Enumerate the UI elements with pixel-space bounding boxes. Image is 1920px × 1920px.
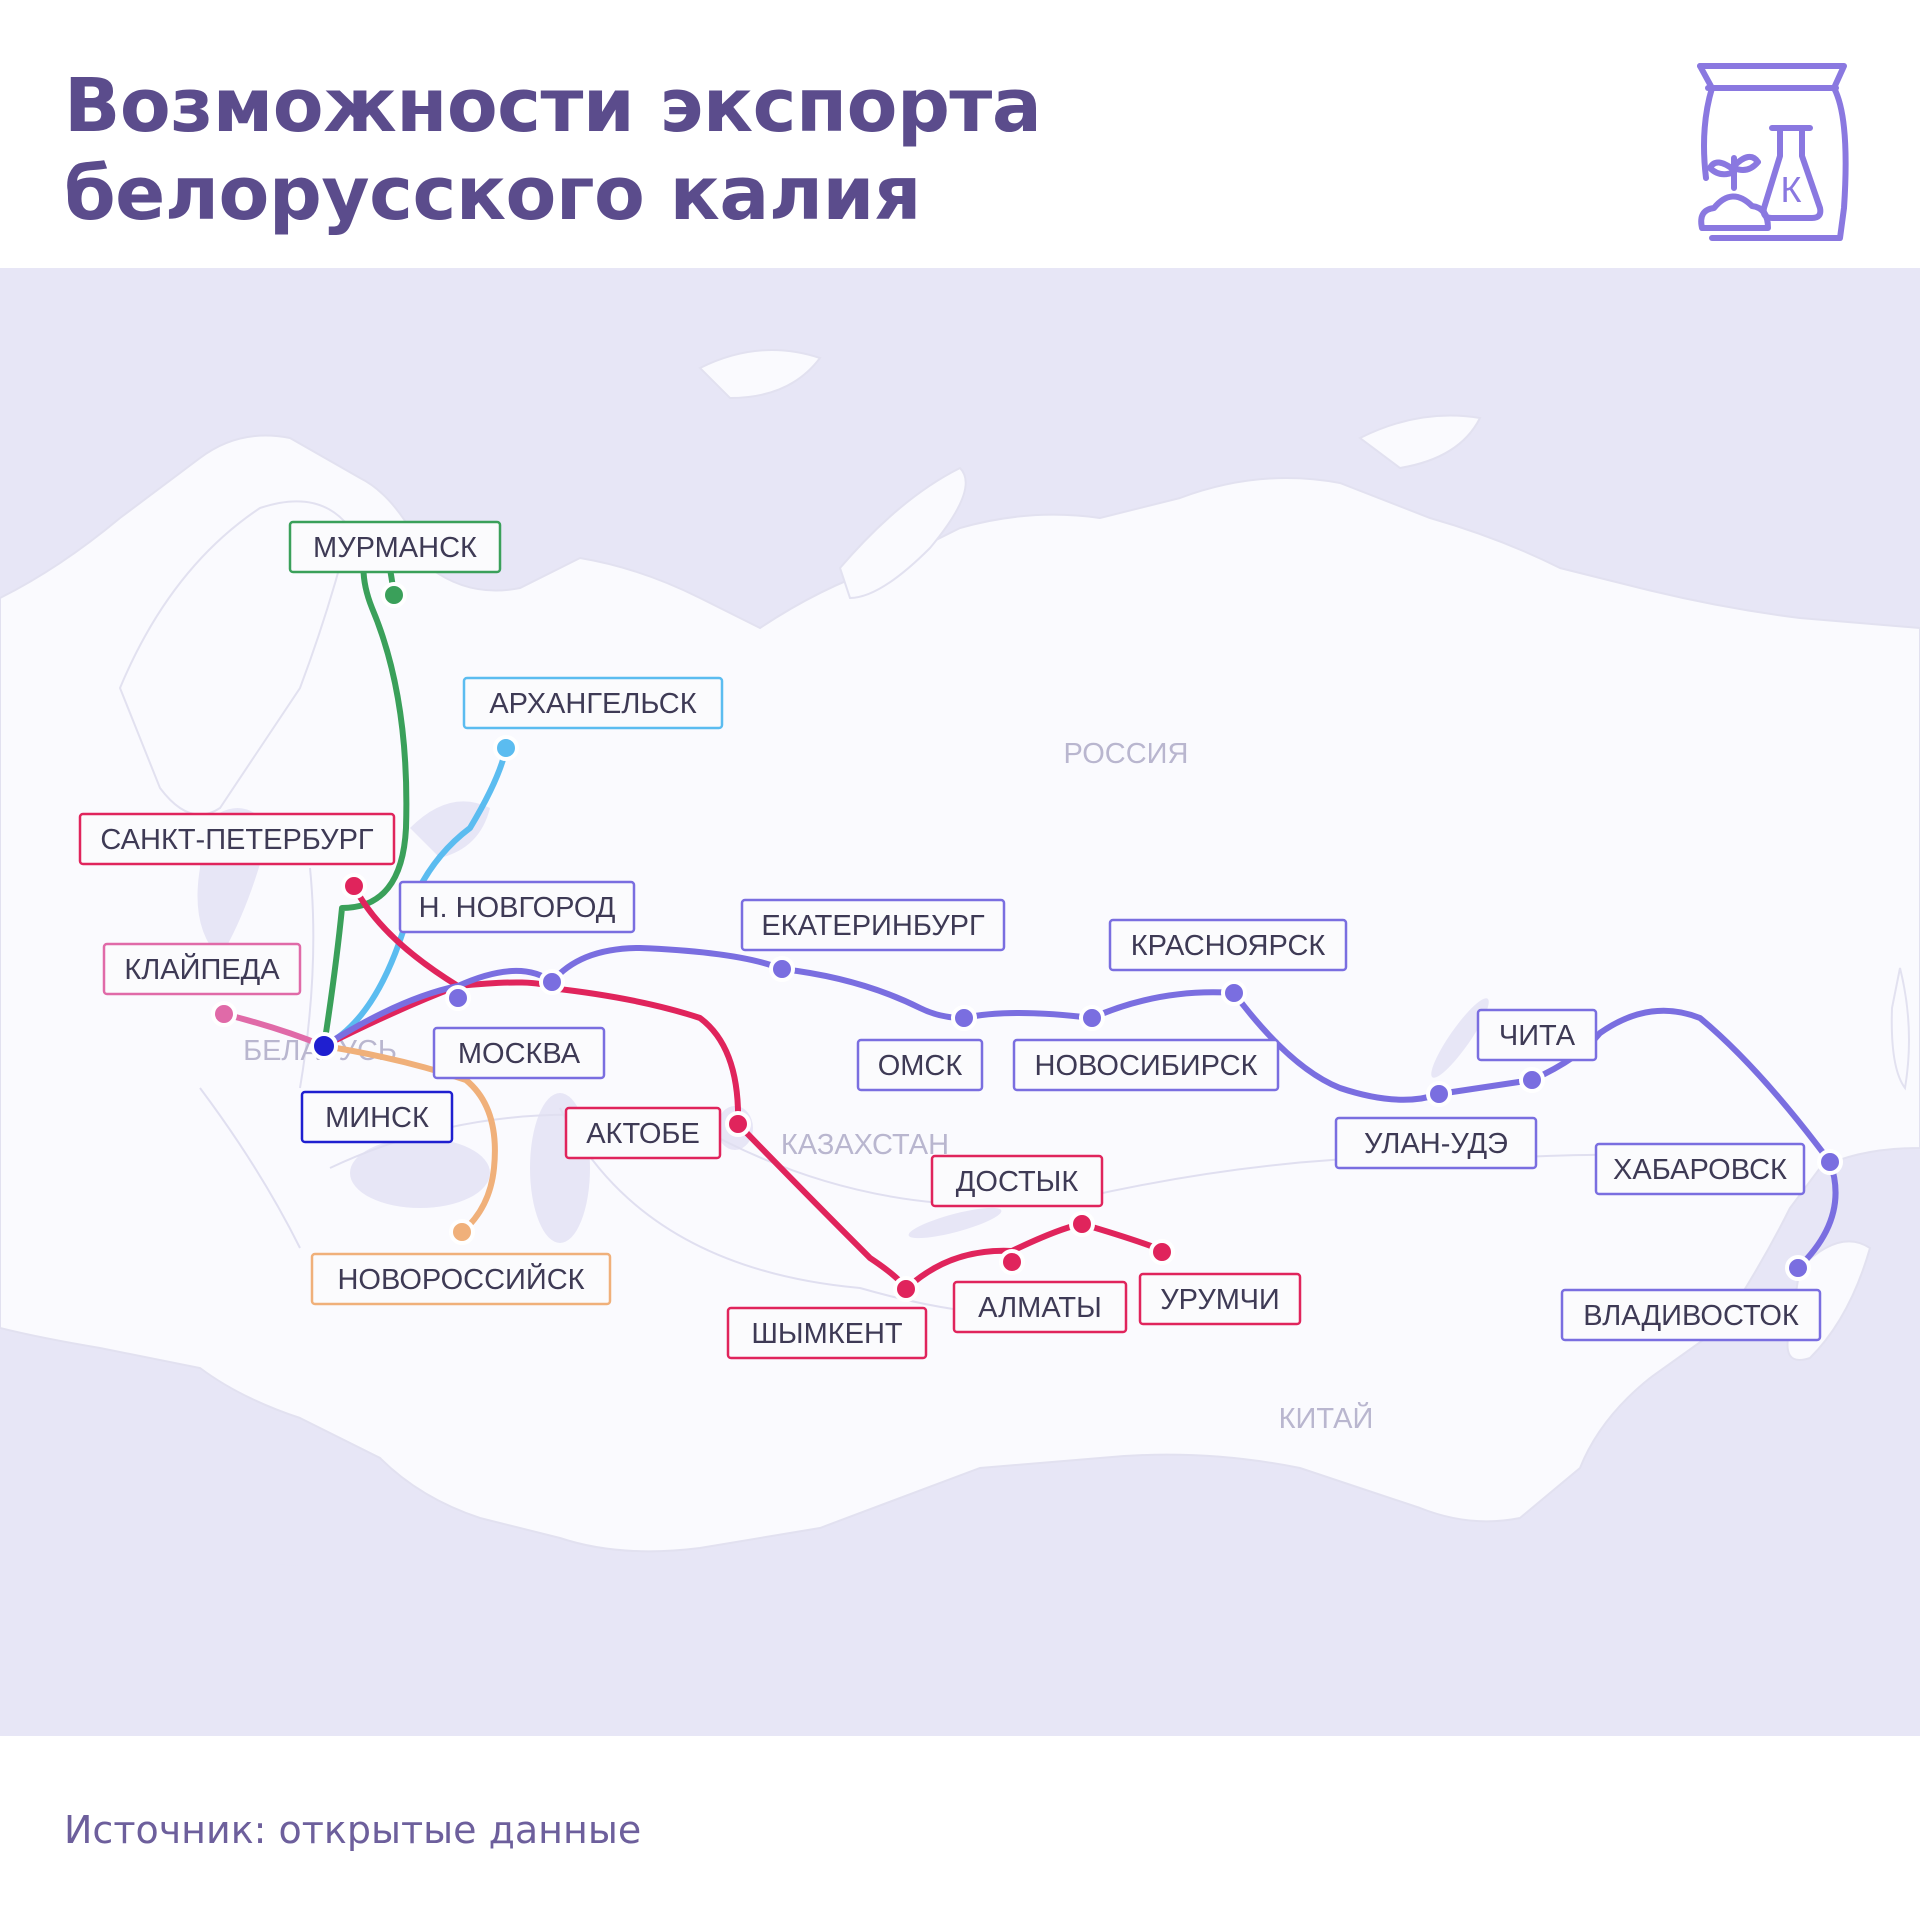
map-canvas: РОССИЯ КАЗАХСТАН БЕЛАРУСЬ КИТАЙ — [0, 349, 1920, 1568]
label-nnovgorod: Н. НОВГОРОД — [398, 880, 636, 934]
lake-baikal — [1431, 998, 1489, 1078]
label-aktobe-text: АКТОБЕ — [586, 1118, 700, 1150]
svalbard-area — [698, 349, 822, 400]
label-omsk-text: ОМСК — [878, 1050, 963, 1082]
route-minsk-novorossiysk — [321, 1043, 498, 1235]
point-nnovgorod[interactable] — [539, 969, 565, 995]
label-minsk-text: МИНСК — [325, 1102, 429, 1134]
label-khabarovsk: ХАБАРОВСК — [1594, 1142, 1806, 1196]
label-spb-text: САНКТ-ПЕТЕРБУРГ — [100, 824, 374, 856]
point-almaty[interactable] — [999, 1249, 1025, 1275]
label-moscow: МОСКВА — [432, 1026, 606, 1080]
label-novorossiysk: НОВОРОССИЙСК — [310, 1252, 612, 1306]
point-dostyk[interactable] — [1069, 1211, 1095, 1237]
label-dostyk-text: ДОСТЫК — [956, 1166, 1079, 1198]
label-nnovgorod-text: Н. НОВГОРОД — [419, 892, 616, 924]
title-line-2: белорусского калия — [64, 151, 921, 237]
point-khabarovsk[interactable] — [1817, 1149, 1843, 1175]
potash-fertilizer-bag-icon: К — [1697, 63, 1849, 241]
novaya-zemlya — [838, 466, 967, 600]
point-arkhangelsk[interactable] — [493, 735, 519, 761]
point-moscow[interactable] — [445, 985, 471, 1011]
label-klaipeda: КЛАЙПЕДА — [102, 942, 302, 996]
label-ulanude-text: УЛАН-УДЭ — [1364, 1128, 1508, 1160]
scandinavia — [118, 500, 352, 816]
label-shymkent: ШЫМКЕНТ — [726, 1306, 928, 1360]
mediterranean-sea — [0, 1450, 340, 1568]
point-omsk[interactable] — [951, 1005, 977, 1031]
logo-letter: К — [1781, 169, 1802, 210]
label-ekaterinburg: ЕКАТЕРИНБУРГ — [740, 898, 1006, 952]
country-label-china: КИТАЙ — [1279, 1401, 1374, 1435]
label-aktobe: АКТОБЕ — [564, 1106, 722, 1160]
taymyr-islands — [1358, 414, 1482, 470]
label-ulanude: УЛАН-УДЭ — [1334, 1116, 1538, 1170]
white-sea — [410, 801, 490, 858]
label-ekaterinburg-text: ЕКАТЕРИНБУРГ — [761, 910, 985, 942]
label-novosibirsk-text: НОВОСИБИРСК — [1035, 1050, 1258, 1082]
label-vladivostok: ВЛАДИВОСТОК — [1560, 1288, 1822, 1342]
title-line-1: Возможности экспорта — [64, 63, 1042, 149]
black-sea — [350, 1138, 490, 1208]
label-arkhangelsk: АРХАНГЕЛЬСК — [462, 676, 724, 730]
point-murmansk[interactable] — [381, 582, 407, 608]
point-ulanude[interactable] — [1426, 1081, 1452, 1107]
route-central-asia — [321, 979, 1165, 1292]
point-vladivostok[interactable] — [1785, 1255, 1811, 1281]
label-chita: ЧИТА — [1476, 1008, 1598, 1062]
country-label-russia: РОССИЯ — [1064, 738, 1189, 770]
label-shymkent-text: ШЫМКЕНТ — [751, 1318, 903, 1350]
label-murmansk: МУРМАНСК — [288, 520, 502, 574]
label-dostyk: ДОСТЫК — [930, 1154, 1104, 1208]
water-bodies — [0, 801, 1489, 1568]
sakhalin — [1890, 967, 1910, 1091]
point-novorossiysk[interactable] — [449, 1219, 475, 1245]
lake-balkhash — [908, 1207, 1002, 1239]
page-title: Возможности экспорта белорусского калия — [64, 62, 1042, 238]
point-minsk[interactable] — [310, 1032, 338, 1060]
label-novorossiysk-text: НОВОРОССИЙСК — [337, 1262, 584, 1296]
label-arkhangelsk-text: АРХАНГЕЛЬСК — [489, 688, 696, 720]
export-routes-map: РОССИЯ КАЗАХСТАН БЕЛАРУСЬ КИТАЙ — [0, 268, 1920, 1736]
point-ekaterinburg[interactable] — [769, 956, 795, 982]
label-khabarovsk-text: ХАБАРОВСК — [1613, 1154, 1787, 1186]
point-urumqi[interactable] — [1149, 1239, 1175, 1265]
label-krasnoyarsk-text: КРАСНОЯРСК — [1131, 930, 1326, 962]
point-chita[interactable] — [1519, 1067, 1545, 1093]
label-novosibirsk: НОВОСИБИРСК — [1012, 1038, 1280, 1092]
label-minsk: МИНСК — [300, 1090, 454, 1144]
label-krasnoyarsk: КРАСНОЯРСК — [1108, 918, 1348, 972]
point-aktobe[interactable] — [725, 1111, 751, 1137]
point-spb[interactable] — [341, 873, 367, 899]
label-murmansk-text: МУРМАНСК — [313, 532, 477, 564]
point-klaipeda[interactable] — [211, 1001, 237, 1027]
label-almaty-text: АЛМАТЫ — [978, 1292, 1102, 1324]
point-novosibirsk[interactable] — [1079, 1005, 1105, 1031]
label-urumqi-text: УРУМЧИ — [1160, 1284, 1280, 1316]
route-far-east — [321, 945, 1839, 1271]
label-klaipeda-text: КЛАЙПЕДА — [124, 952, 280, 986]
point-krasnoyarsk[interactable] — [1221, 980, 1247, 1006]
point-shymkent[interactable] — [893, 1276, 919, 1302]
label-moscow-text: МОСКВА — [458, 1038, 581, 1070]
label-spb: САНКТ-ПЕТЕРБУРГ — [78, 812, 396, 866]
label-chita-text: ЧИТА — [1499, 1020, 1576, 1052]
label-omsk: ОМСК — [856, 1038, 984, 1092]
label-urumqi: УРУМЧИ — [1138, 1272, 1302, 1326]
label-almaty: АЛМАТЫ — [952, 1280, 1128, 1334]
route-spb-moscow — [351, 883, 461, 989]
source-note: Источник: открытые данные — [64, 1808, 642, 1852]
route-minsk-arkhangelsk — [321, 745, 509, 1049]
label-vladivostok-text: ВЛАДИВОСТОК — [1583, 1300, 1799, 1332]
country-label-kazakhstan: КАЗАХСТАН — [781, 1129, 949, 1161]
